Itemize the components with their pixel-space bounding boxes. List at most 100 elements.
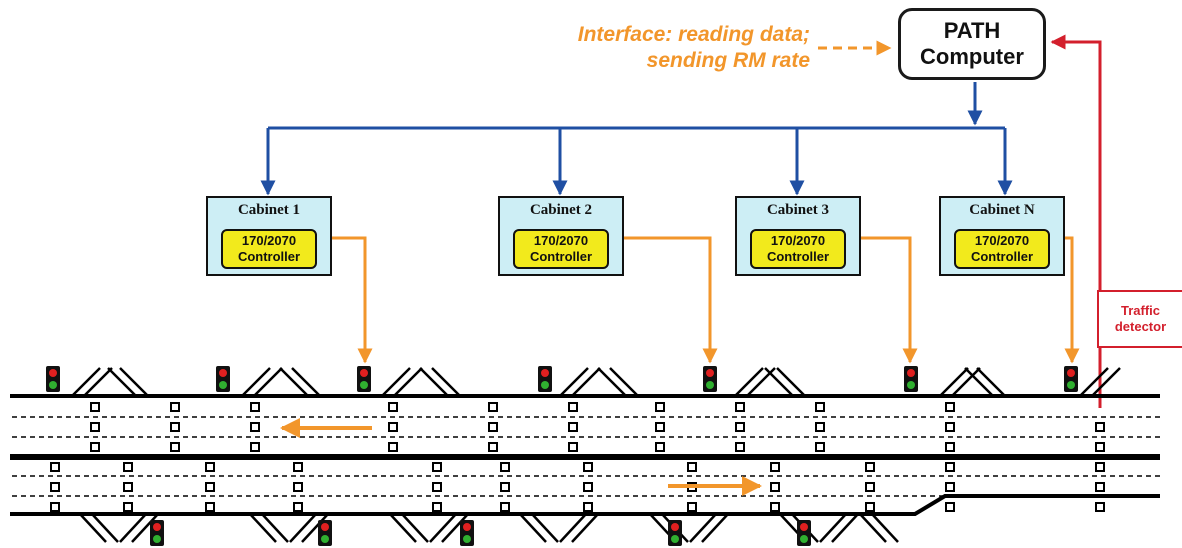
off-ramp-edge-bottom [831, 513, 859, 543]
cabinet-3: Cabinet 3 170/2070 Controller [735, 196, 861, 276]
on-ramp-edge-top [609, 367, 639, 397]
loop-detector [770, 482, 780, 492]
ramp-meter-red-lamp [219, 369, 227, 377]
traffic-detector-line-2: detector [1114, 319, 1167, 334]
on-ramp-edge-top [119, 367, 149, 397]
loop-detector [90, 442, 100, 452]
cabinet-2-controller: 170/2070 Controller [513, 229, 609, 269]
traffic-detector-label: Traffic detector [1097, 290, 1182, 348]
path-computer-line-1: PATH [943, 18, 1001, 43]
loop-detector [293, 502, 303, 512]
detector-feedback-line [1050, 34, 1102, 408]
ramp-meter-red-lamp [1067, 369, 1075, 377]
cabinet-n-controller-model: 170/2070 [974, 233, 1030, 248]
loop-detector [770, 502, 780, 512]
off-ramp-edge-bottom [79, 513, 107, 543]
loop-detector [735, 422, 745, 432]
ramp-meter-green-lamp [907, 381, 915, 389]
cabinet-1-controller: 170/2070 Controller [221, 229, 317, 269]
link-cabinet-1 [332, 236, 373, 364]
cabinet-3-controller-label: Controller [766, 249, 830, 264]
loop-detectors [50, 402, 1105, 512]
loop-detector [250, 442, 260, 452]
ramp-meter-signals [46, 366, 1078, 546]
on-ramp-edge-top [1079, 367, 1109, 397]
off-ramp-edge-bottom [571, 513, 599, 543]
loop-detector [432, 502, 442, 512]
loop-detector [123, 482, 133, 492]
cabinet-3-controller-model: 170/2070 [770, 233, 826, 248]
ramp-meter-red-lamp [153, 523, 161, 531]
on-ramp-edge-top [291, 367, 321, 397]
on-ramp-edge-top [71, 367, 101, 397]
link-cabinet-2 [624, 236, 718, 364]
off-ramp-edge-bottom [389, 513, 417, 543]
loop-detector [388, 422, 398, 432]
loop-detector [568, 422, 578, 432]
loop-detector [488, 442, 498, 452]
off-ramp-edge-bottom [859, 513, 887, 543]
loop-detector [1095, 422, 1105, 432]
controller-signal-links [332, 236, 1080, 364]
cabinet-2-controller-model: 170/2070 [533, 233, 589, 248]
on-ramp-edge-top [764, 367, 794, 397]
link-cabinet-3 [861, 236, 918, 364]
loop-detector [583, 482, 593, 492]
loop-detector [770, 462, 780, 472]
traffic-flow-arrows [280, 418, 762, 496]
ramp-meter-green-lamp [706, 381, 714, 389]
off-ramp-edge-bottom [819, 513, 847, 543]
loop-detector [687, 502, 697, 512]
loop-detector [50, 482, 60, 492]
loop-detector [388, 442, 398, 452]
ramp-meter-green-lamp [153, 535, 161, 543]
ramp-meter-red-lamp [463, 523, 471, 531]
off-ramp-edge-bottom [429, 513, 457, 543]
loop-detector [815, 442, 825, 452]
cabinet-2: Cabinet 2 170/2070 Controller [498, 196, 624, 276]
ramp-meter-red-lamp [800, 523, 808, 531]
loop-detector [568, 442, 578, 452]
off-ramp-edge-bottom [289, 513, 317, 543]
detector-to-computer-arrow [1050, 34, 1102, 408]
loop-detector [1095, 482, 1105, 492]
on-ramp-edge-top [597, 367, 627, 397]
interface-note-line-2: sending RM rate [646, 49, 810, 72]
ramp-meter-green-lamp [49, 381, 57, 389]
on-ramp-edge-top [559, 367, 589, 397]
loop-detector [945, 422, 955, 432]
off-ramp-edge-bottom [91, 513, 119, 543]
loop-detector [655, 402, 665, 412]
ramp-meter-green-lamp [541, 381, 549, 389]
loop-detector [945, 482, 955, 492]
loop-detector [583, 462, 593, 472]
loop-detector [568, 402, 578, 412]
loop-detector [170, 422, 180, 432]
cabinet-n-controller-label: Controller [970, 249, 1034, 264]
on-ramp-edge-top [939, 367, 969, 397]
loop-detector [50, 462, 60, 472]
ramp-meter-green-lamp [219, 381, 227, 389]
on-ramp-edge-top [381, 367, 411, 397]
interface-note-line-1: Interface: reading data; [577, 23, 810, 46]
ramp-meter-red-lamp [360, 369, 368, 377]
ramp-meter-green-lamp [671, 535, 679, 543]
loop-detector [123, 502, 133, 512]
off-ramp-edge-bottom [441, 513, 469, 543]
loop-detector [945, 502, 955, 512]
off-ramp-edge-bottom [261, 513, 289, 543]
ramp-meter-red-lamp [706, 369, 714, 377]
traffic-detector-line-1: Traffic [1120, 303, 1160, 318]
loop-detector [865, 482, 875, 492]
ramp-meter-red-lamp [321, 523, 329, 531]
on-ramp-edge-top [431, 367, 461, 397]
loop-detector [583, 502, 593, 512]
loop-detector [735, 402, 745, 412]
loop-detector [205, 482, 215, 492]
ramp-meter-red-lamp [541, 369, 549, 377]
loop-detector [655, 422, 665, 432]
on-ramp-edge-top [83, 367, 113, 397]
interface-note: Interface: reading data; sending RM rate [520, 22, 810, 74]
freeway-south-edge [10, 494, 1160, 516]
off-ramp-edge-bottom [519, 513, 547, 543]
